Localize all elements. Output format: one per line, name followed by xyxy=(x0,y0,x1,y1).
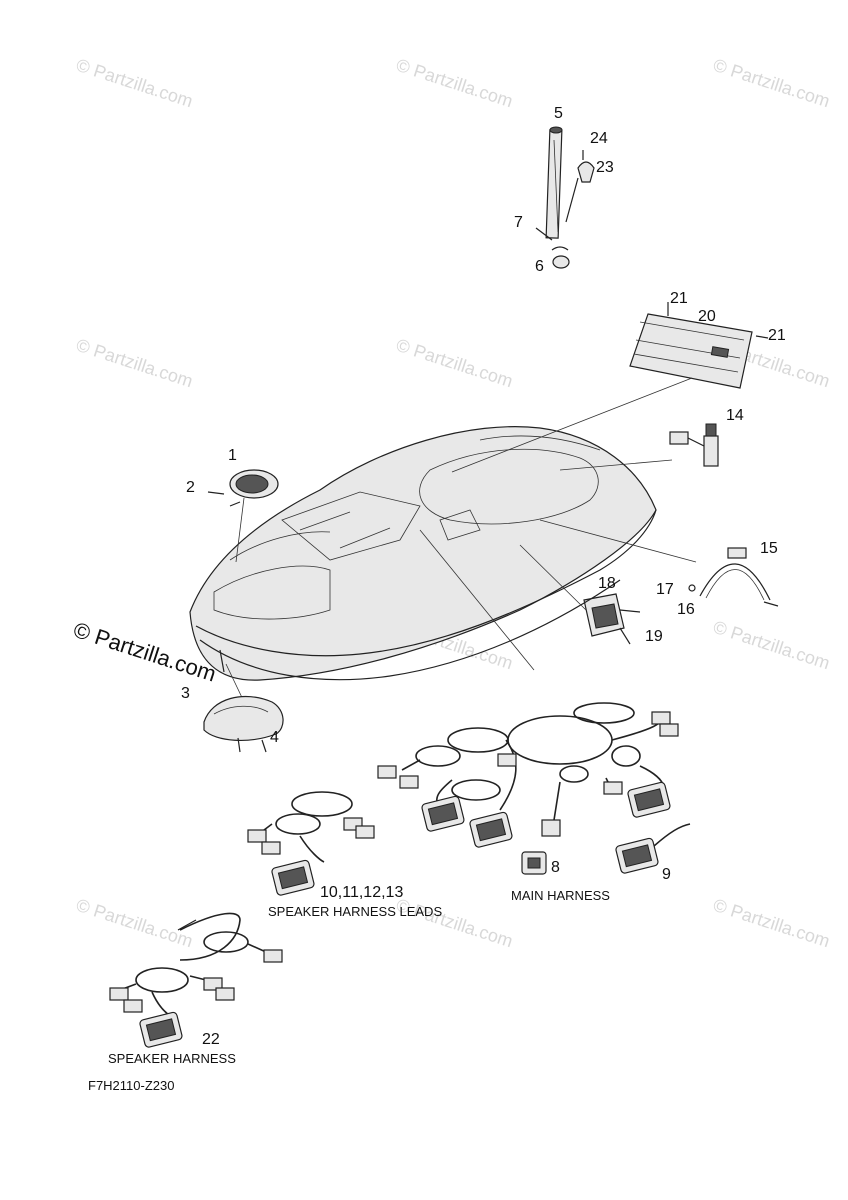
callout-23: 23 xyxy=(596,159,614,176)
sensor xyxy=(669,423,719,467)
callout-1: 1 xyxy=(228,447,237,464)
callout-9: 9 xyxy=(662,866,671,883)
callout-10-13: 10,11,12,13 xyxy=(320,884,403,901)
main-harness xyxy=(377,702,679,848)
boat-hull xyxy=(189,426,657,681)
antenna-assembly xyxy=(535,126,595,269)
watermark: © Partzilla.com xyxy=(394,335,516,392)
watermark: © Partzilla.com xyxy=(74,55,196,112)
diagram-code: F7H2110-Z230 xyxy=(88,1078,174,1093)
leader-lines xyxy=(225,377,697,707)
callout-19: 19 xyxy=(645,628,663,645)
connector-9 xyxy=(615,823,691,874)
callout-22: 22 xyxy=(202,1031,220,1048)
bracket xyxy=(688,547,779,607)
watermark: © Partzilla.com xyxy=(711,55,833,112)
light-cover xyxy=(203,695,284,753)
watermark: © Partzilla.com xyxy=(711,617,833,674)
speaker-unit xyxy=(207,469,279,507)
callout-18: 18 xyxy=(598,575,616,592)
caption-layer: SPEAKER HARNESS LEADS MAIN HARNESS SPEAK… xyxy=(88,888,610,1093)
callout-24: 24 xyxy=(590,130,608,147)
callout-6: 6 xyxy=(535,258,544,275)
watermark: © Partzilla.com xyxy=(711,895,833,952)
caption-speaker-harness-leads: SPEAKER HARNESS LEADS xyxy=(268,904,442,919)
callout-15: 15 xyxy=(760,540,778,557)
watermark: © Partzilla.com xyxy=(394,55,516,112)
callout-14: 14 xyxy=(726,407,744,424)
callout-4: 4 xyxy=(270,729,279,746)
caption-main-harness: MAIN HARNESS xyxy=(511,888,610,903)
speaker-harness xyxy=(109,912,283,1048)
callout-7: 7 xyxy=(514,214,523,231)
switch-box xyxy=(583,593,641,645)
callout-17: 17 xyxy=(656,581,674,598)
callout-3: 3 xyxy=(181,685,190,702)
callout-2: 2 xyxy=(186,479,195,496)
callout-20: 20 xyxy=(698,308,716,325)
callout-layer: 1 2 3 4 5 6 7 8 9 10,11,12,13 14 15 16 1… xyxy=(181,105,786,1048)
watermark: © Partzilla.com xyxy=(74,335,196,392)
speaker-harness-leads xyxy=(247,791,375,896)
callout-21-left: 21 xyxy=(670,290,688,307)
fuse-holder xyxy=(521,851,547,875)
callout-21-right: 21 xyxy=(768,327,786,344)
watermark: © Partzilla.com xyxy=(74,895,196,952)
callout-5: 5 xyxy=(554,105,563,122)
callout-16: 16 xyxy=(677,601,695,618)
control-unit xyxy=(629,302,769,389)
callout-8: 8 xyxy=(551,859,560,876)
caption-speaker-harness: SPEAKER HARNESS xyxy=(108,1051,236,1066)
